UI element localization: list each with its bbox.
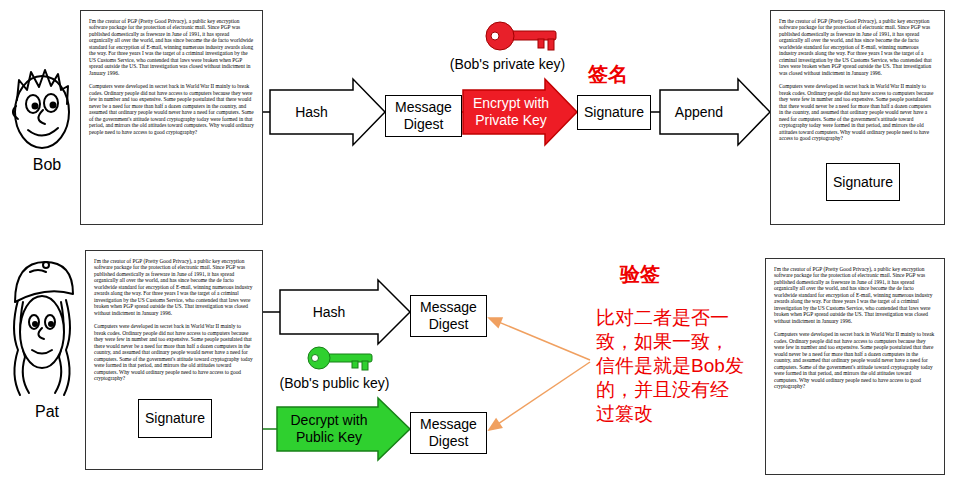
key-caption: (Bob's public key) <box>262 375 407 392</box>
arrow-label: Decrypt with Public Key <box>280 407 378 451</box>
digest-box: Message Digest <box>385 95 462 137</box>
public-key-icon <box>308 347 372 370</box>
box-label: Message Digest <box>416 299 481 333</box>
digest-box: Message Digest <box>410 295 487 337</box>
step-title: 签名 <box>588 62 638 86</box>
block-arrow <box>263 280 410 344</box>
person-name: Pat <box>22 402 72 421</box>
letter-paragraph: Computers were developed in secret back … <box>779 83 936 141</box>
bob-face <box>13 70 69 148</box>
private-key-icon <box>486 22 556 50</box>
block-arrow <box>462 79 577 145</box>
arrow-label: Hash <box>280 290 378 334</box>
note-text: 比对二者是否一致，如果一致，信件是就是Bob发的，并且没有经过篡改 <box>596 306 746 426</box>
letter-paragraph: Computers were developed in secret back … <box>94 323 254 381</box>
letter-paragraph: Computers were developed in secret back … <box>89 83 254 135</box>
step-title: 验签 <box>620 262 670 286</box>
arrow-label: Hash <box>270 90 353 134</box>
letter-paragraph: I'm the creator of PGP (Pretty Good Priv… <box>779 18 936 76</box>
document-page: I'm the creator of PGP (Pretty Good Priv… <box>80 10 263 225</box>
letter-paragraph: I'm the creator of PGP (Pretty Good Priv… <box>774 266 936 324</box>
document-page: I'm the creator of PGP (Pretty Good Priv… <box>765 258 945 475</box>
pat-face <box>14 262 73 395</box>
box-label: Signature <box>145 410 205 427</box>
person-name: Bob <box>22 155 72 174</box>
compare-arrows <box>489 318 590 430</box>
signature-box: Signature <box>138 399 212 438</box>
signature-box: Signature <box>577 95 651 130</box>
block-arrow <box>263 79 385 145</box>
letter-paragraph: Computers were developed in secret back … <box>774 331 936 389</box>
document-page: I'm the creator of PGP (Pretty Good Priv… <box>85 250 263 470</box>
key-caption: (Bob's private key) <box>440 56 575 73</box>
document-page: I'm the creator of PGP (Pretty Good Priv… <box>770 10 945 225</box>
digest-box: Message Digest <box>410 412 487 454</box>
box-label: Message Digest <box>416 416 481 450</box>
signature-box: Signature <box>826 163 900 201</box>
box-label: Signature <box>584 104 644 121</box>
arrow-label: Append <box>660 90 738 134</box>
box-label: Signature <box>833 174 893 191</box>
arrow-label: Encrypt with Private Key <box>466 90 556 134</box>
letter-paragraph: I'm the creator of PGP (Pretty Good Priv… <box>94 258 254 316</box>
letter-paragraph: I'm the creator of PGP (Pretty Good Priv… <box>89 18 254 76</box>
box-label: Message Digest <box>391 99 456 133</box>
block-arrow <box>651 79 770 145</box>
